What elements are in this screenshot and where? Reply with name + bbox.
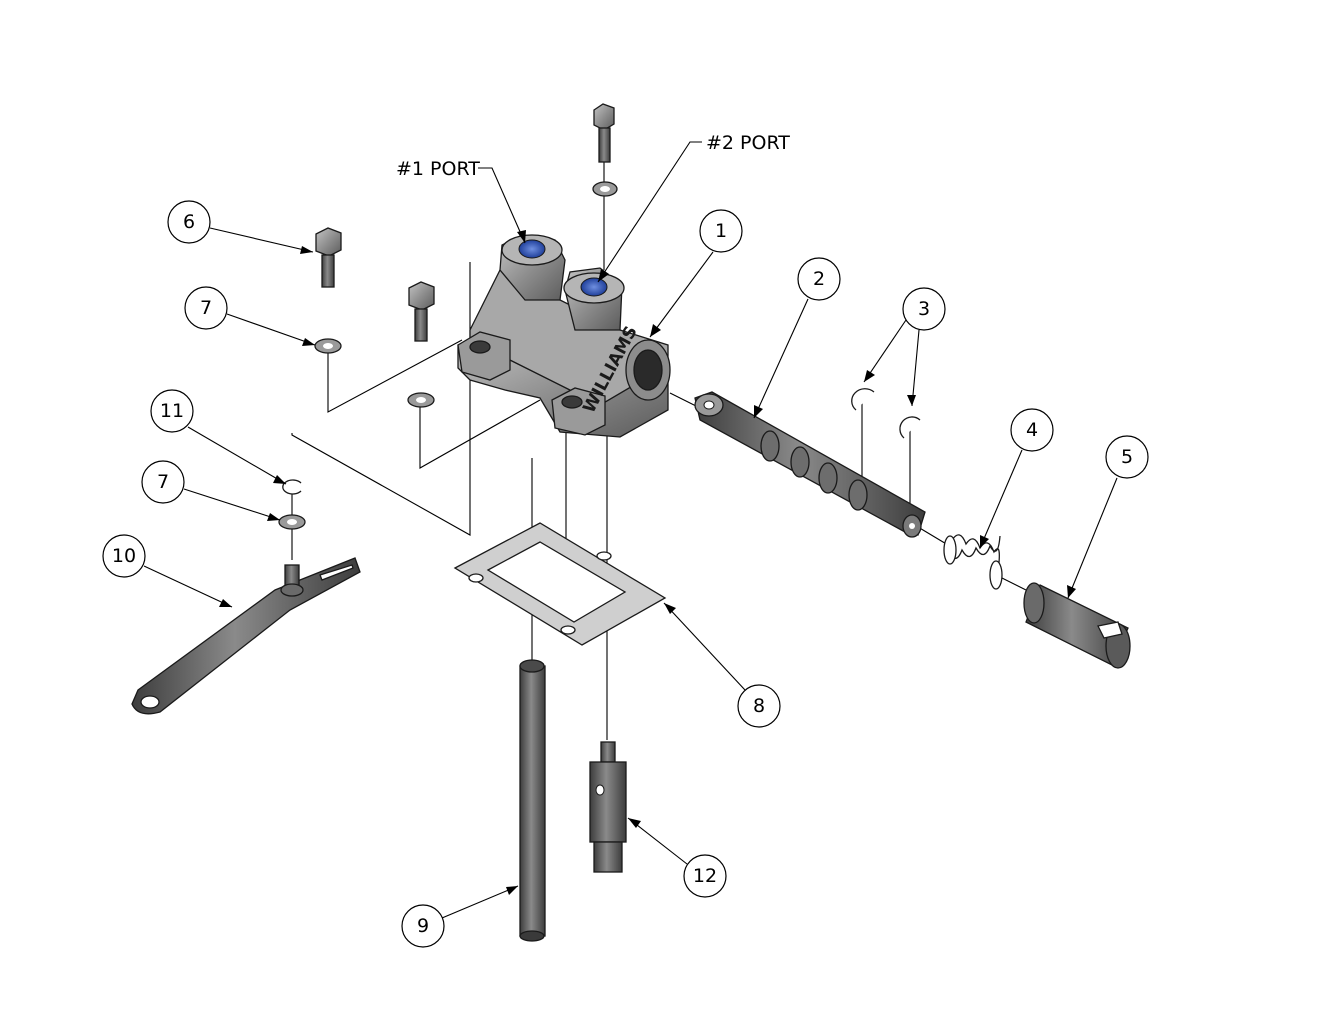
svg-text:8: 8	[753, 695, 765, 717]
svg-text:3: 3	[918, 298, 930, 320]
end-cap-5	[1023, 582, 1131, 669]
svg-text:2: 2	[813, 268, 825, 290]
port-2-label: #2 PORT	[706, 132, 790, 154]
lever-10	[131, 557, 361, 715]
spring-4	[943, 534, 1003, 590]
svg-text:11: 11	[160, 400, 184, 422]
bolt-middle	[408, 281, 435, 342]
balloon-2: 2	[753, 257, 841, 419]
port-2-callout: #2 PORT	[597, 132, 790, 283]
svg-text:7: 7	[200, 297, 212, 319]
gasket-8	[453, 522, 667, 646]
svg-text:6: 6	[183, 211, 195, 233]
balloon-3: 3	[863, 287, 946, 407]
assembly-lines	[291, 150, 1031, 740]
balloon-7-lower: 7	[141, 460, 281, 521]
svg-text:12: 12	[693, 865, 717, 887]
balloon-12: 12	[627, 817, 727, 898]
spool-2	[694, 391, 926, 538]
washers	[278, 181, 618, 530]
top-bolt	[593, 103, 615, 163]
valve-body: WILLIAMS	[457, 234, 671, 438]
balloon-1: 1	[649, 209, 743, 338]
port-1-label: #1 PORT	[396, 158, 480, 180]
c-clips-3	[851, 388, 921, 439]
balloon-7-upper: 7	[184, 286, 316, 346]
svg-text:1: 1	[715, 220, 727, 242]
e-clip-11	[282, 479, 302, 495]
bolt-6	[315, 227, 342, 288]
port-2-plug	[580, 277, 608, 297]
balloon-10: 10	[102, 534, 233, 608]
svg-text:10: 10	[112, 545, 136, 567]
balloon-11: 11	[150, 389, 287, 485]
balloon-5: 5	[1067, 435, 1149, 599]
balloon-9: 9	[401, 885, 519, 948]
port-1-plug	[518, 239, 546, 259]
svg-text:4: 4	[1026, 419, 1038, 441]
relief-valve-12	[589, 741, 627, 873]
balloon-6: 6	[167, 200, 314, 254]
port-1-callout: #1 PORT	[396, 158, 526, 244]
tube-9	[519, 659, 546, 942]
svg-text:5: 5	[1121, 446, 1133, 468]
svg-text:7: 7	[157, 471, 169, 493]
balloon-4: 4	[979, 408, 1054, 549]
svg-text:9: 9	[417, 915, 429, 937]
balloon-8: 8	[663, 602, 781, 728]
